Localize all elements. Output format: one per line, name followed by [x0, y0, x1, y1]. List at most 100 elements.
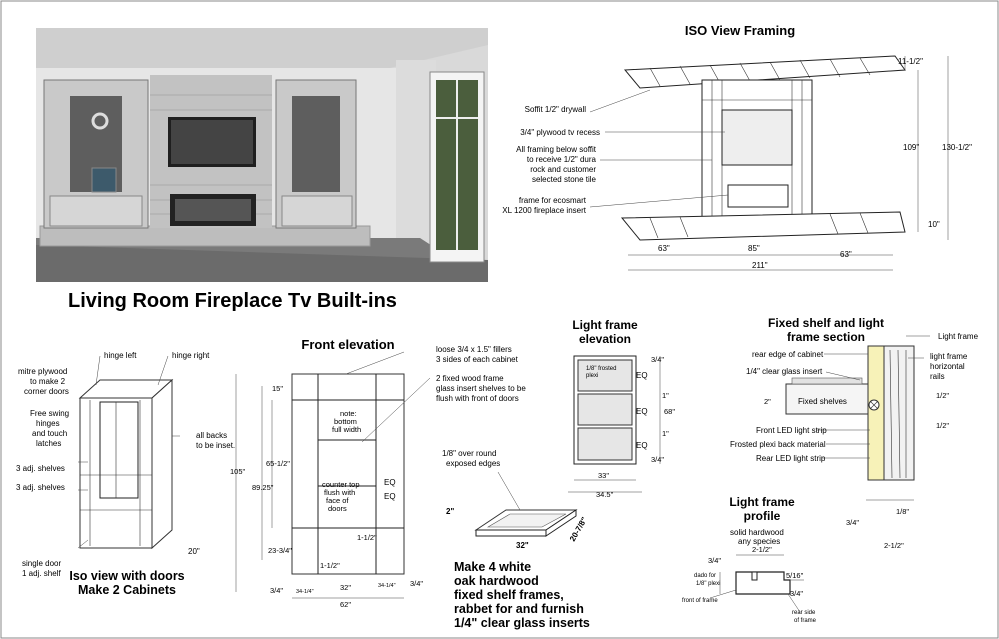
glass-shelves-label-3: flush with front of doors	[436, 394, 519, 403]
light-frame-elev-title-2: elevation	[579, 332, 631, 346]
fixed-shelf-section-view: Fixed shelf and light frame section Fixe…	[730, 316, 979, 550]
framing-note-2: to receive 1/2" dura	[527, 155, 597, 164]
light-frame-profile-view: Light frame profile solid hardwood any s…	[682, 495, 817, 624]
dado-label-2: 1/8" plexi	[696, 581, 720, 587]
dim-3-4-right: 3/4"	[410, 579, 423, 588]
note-label-3: full width	[332, 425, 361, 434]
glass-insert-label: 1/4" clear glass insert	[746, 367, 823, 376]
dim-62: 62"	[340, 600, 351, 609]
rails-label-1: light frame	[930, 352, 968, 361]
dim-65-1-2: 65-1/2"	[266, 459, 290, 468]
swing-label-1: Free swing	[30, 409, 69, 418]
make-note-1: Make 4 white	[454, 560, 531, 574]
profile-title-1: Light frame	[729, 495, 795, 509]
make-note-5: 1/4" clear glass inserts	[454, 616, 590, 630]
swing-label-4: latches	[36, 439, 61, 448]
dim-11-1-2: 11-1/2"	[898, 57, 923, 66]
fireplace-frame-label-1: frame for ecosmart	[519, 196, 587, 205]
counter-label-3: face of	[326, 496, 349, 505]
hardwood-label-2: any species	[738, 537, 780, 546]
dim-1-top: 1"	[662, 391, 669, 400]
light-frame-elev-title-1: Light frame	[572, 318, 638, 332]
tv-recess-label: 3/4" plywood tv recess	[520, 128, 600, 137]
rear-side-label-2: of frame	[794, 618, 817, 624]
dim-1-2-top: 1/2"	[936, 391, 949, 400]
dim-3-4-profile-top: 3/4"	[708, 556, 721, 565]
fixed-shelf-title-1: Fixed shelf and light	[768, 316, 884, 330]
fillers-label-2: 3 sides of each cabinet	[436, 355, 519, 364]
rear-led-label: Rear LED light strip	[756, 454, 826, 463]
rails-label-3: rails	[930, 372, 945, 381]
dim-3-4-bottom: 3/4"	[651, 455, 664, 464]
framing-note-3: rock and customer	[530, 165, 596, 174]
backs-label-1: all backs	[196, 431, 227, 440]
make-shelves-note: Make 4 white oak hardwood fixed shelf fr…	[454, 560, 590, 630]
hinge-right-label: hinge right	[172, 351, 210, 360]
eq-b: EQ	[636, 407, 648, 416]
dim-1-1-2-a: 1-1/2"	[357, 533, 377, 542]
dim-1-2-bottom: 1/2"	[936, 421, 949, 430]
eq-a: EQ	[636, 371, 648, 380]
soffit-label: Soffit 1/2" drywall	[525, 105, 587, 114]
light-frame-elevation-view: Light frame elevation 1/8" frosted plexi…	[568, 318, 675, 499]
plexi-label-2: plexi	[586, 373, 598, 379]
dim-68: 68"	[664, 407, 675, 416]
single-door-label-1: single door	[22, 559, 61, 568]
counter-label-1: counter top	[322, 480, 360, 489]
adj-shelves-label-2: 3 adj. shelves	[16, 483, 65, 492]
dim-109: 109"	[903, 143, 919, 152]
dim-20: 20"	[188, 547, 200, 556]
note-label-2: bottom	[334, 417, 357, 426]
dim-2-1-2-profile: 2-1/2"	[752, 545, 772, 554]
mitre-label-3: corner doors	[24, 387, 69, 396]
dim-3-4-left: 3/4"	[270, 586, 283, 595]
iso-doors-title-2: Make 2 Cabinets	[78, 583, 176, 597]
dim-105: 105"	[230, 467, 246, 476]
backs-label-2: to be inset.	[196, 441, 235, 450]
counter-label-4: doors	[328, 504, 347, 513]
rear-edge-label: rear edge of cabinet	[752, 350, 824, 359]
note-label-1: note:	[340, 409, 357, 418]
dim-3-4-section: 3/4"	[846, 518, 859, 527]
dim-1-1-2-b: 1-1/2"	[320, 561, 340, 570]
hinge-left-label: hinge left	[104, 351, 137, 360]
iso-doors-title-1: Iso view with doors	[69, 569, 184, 583]
iso-framing-title: ISO View Framing	[685, 23, 795, 38]
dim-63-left: 63"	[658, 244, 670, 253]
shelf-frame-view: 1/8" over round exposed edges 2" 32" 20-…	[442, 449, 589, 550]
hardwood-label-1: solid hardwood	[730, 528, 784, 537]
dim-85: 85"	[748, 244, 760, 253]
make-note-4: rabbet for and furnish	[454, 602, 584, 616]
dim-34-1-4-right: 34-1/4"	[378, 583, 396, 589]
dim-10: 10"	[928, 220, 940, 229]
glass-shelves-label-2: glass insert shelves to be	[436, 384, 526, 393]
dim-3-4-profile-right: 3/4"	[790, 589, 803, 598]
mitre-label-1: mitre plywood	[18, 367, 67, 376]
fireplace-frame-label-2: XL 1200 fireplace insert	[502, 206, 587, 215]
dim-89-25: 89.25"	[252, 483, 274, 492]
dim-32-tray: 32"	[516, 541, 529, 550]
front-of-frame-label: front of frame	[682, 598, 718, 604]
dim-2-1-2-section: 2-1/2"	[884, 541, 904, 550]
eq-c: EQ	[636, 441, 648, 450]
eq-label-2: EQ	[384, 492, 396, 501]
dim-5-16: 5/16"	[786, 571, 804, 580]
dado-label-1: dado for	[694, 573, 716, 579]
make-note-2: oak hardwood	[454, 574, 539, 588]
rear-side-label-1: rear side	[792, 610, 816, 616]
fixed-shelves-label: Fixed shelves	[798, 397, 847, 406]
dim-34-1-4-left: 34-1/4"	[296, 589, 314, 595]
fillers-label-1: loose 3/4 x 1.5" fillers	[436, 345, 512, 354]
dim-1-8-section: 1/8"	[896, 507, 909, 516]
dim-33: 33"	[598, 471, 609, 480]
eq-label-1: EQ	[384, 478, 396, 487]
front-elevation-title: Front elevation	[301, 337, 394, 352]
dim-15: 15"	[272, 384, 283, 393]
adj-shelves-label-1: 3 adj. shelves	[16, 464, 65, 473]
dim-3-4-top: 3/4"	[651, 355, 664, 364]
dim-23-3-4: 23-3/4"	[268, 546, 292, 555]
iso-framing-view: ISO View Framing Sof	[502, 23, 972, 271]
plexi-back-label: Frosted plexi back material	[730, 440, 826, 449]
profile-title-2: profile	[744, 509, 781, 523]
iso-doors-view: hinge left hinge right mitre plywood to …	[16, 351, 235, 597]
